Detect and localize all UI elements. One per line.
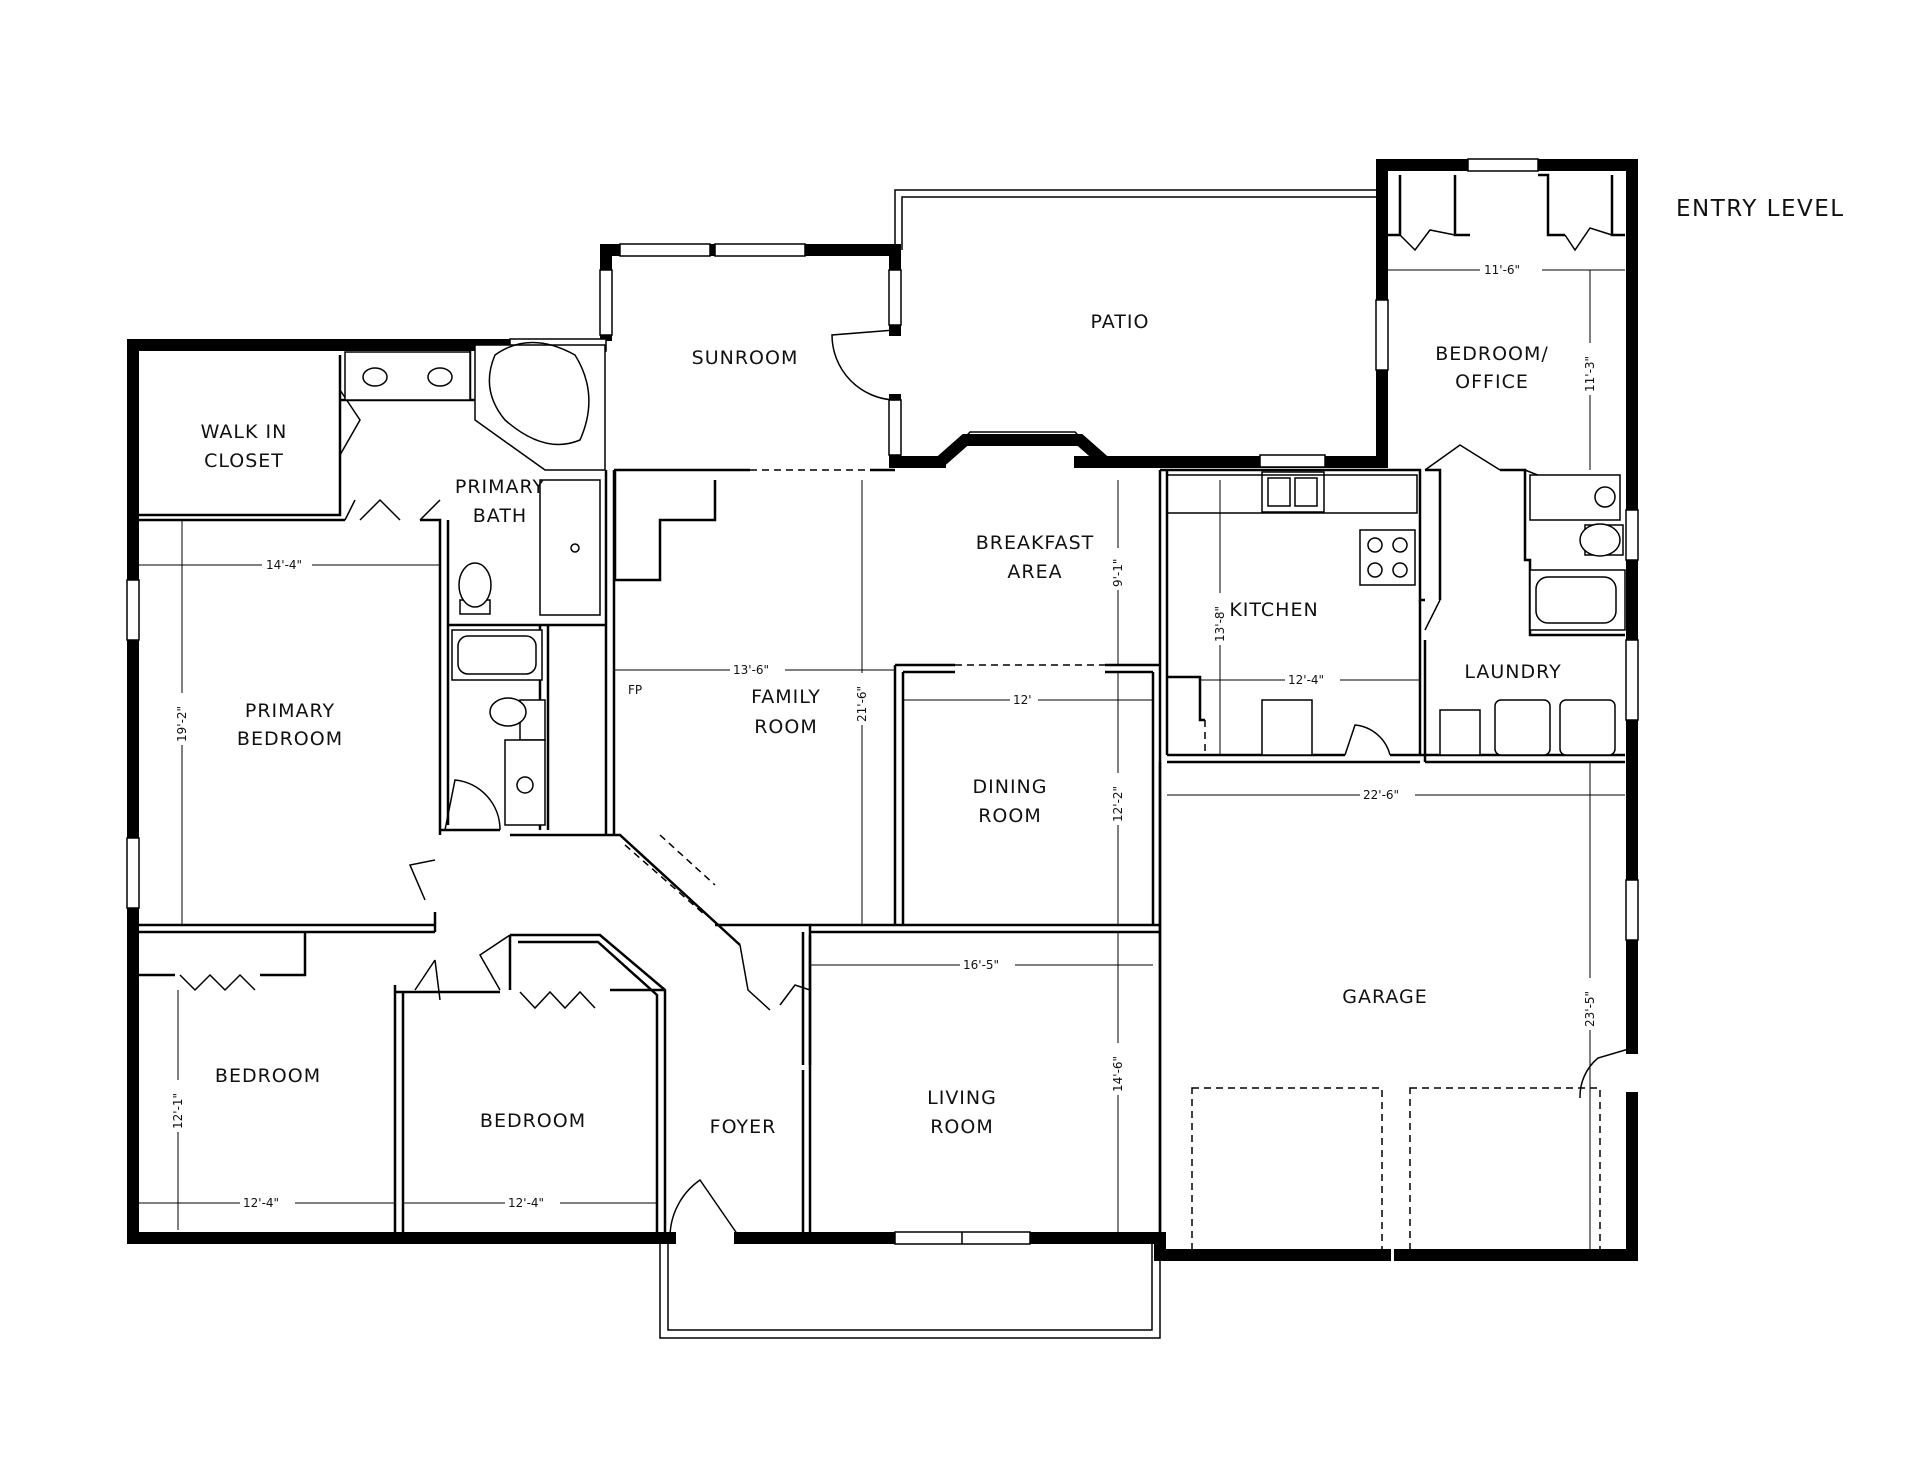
interior-walls [137, 173, 1625, 1238]
dim-office-depth: 11'-3" [1583, 356, 1597, 392]
fixtures [344, 341, 1626, 826]
dim-bedroom-left-depth: 12'-1" [171, 1093, 185, 1129]
label-walk-in-closet-1: WALK IN [201, 421, 288, 443]
dim-primary-bed-depth: 19'-2" [175, 706, 189, 742]
label-patio: PATIO [1091, 311, 1150, 333]
label-dining-room-1: DINING [973, 776, 1048, 798]
label-living-room-2: ROOM [930, 1116, 994, 1138]
dimension-lines [137, 269, 1625, 1250]
label-breakfast-area-2: AREA [1007, 561, 1062, 583]
label-dining-room-2: ROOM [978, 805, 1042, 827]
doors [179, 227, 1633, 1239]
dim-garage-depth: 23'-5" [1583, 991, 1597, 1027]
dim-living-depth: 14'-6" [1111, 1056, 1125, 1092]
label-fireplace: FP [628, 683, 642, 697]
label-laundry: LAUNDRY [1464, 661, 1561, 683]
dim-kitchen-depth: 13'-8" [1213, 606, 1227, 642]
label-bedroom-office-2: OFFICE [1455, 371, 1529, 393]
dim-garage-width: 22'-6" [1363, 788, 1399, 802]
label-bedroom-left: BEDROOM [215, 1065, 321, 1087]
label-primary-bedroom-2: BEDROOM [237, 728, 343, 750]
label-garage: GARAGE [1342, 986, 1428, 1008]
label-primary-bedroom-1: PRIMARY [245, 700, 335, 722]
label-bedroom-mid: BEDROOM [480, 1110, 586, 1132]
dim-bedroom-left-width: 12'-4" [243, 1196, 279, 1210]
dim-bedroom-mid-width: 12'-4" [508, 1196, 544, 1210]
patio-outline [894, 189, 1382, 250]
dim-family-depth: 21'-6" [855, 686, 869, 722]
label-sunroom: SUNROOM [692, 347, 799, 369]
exterior-windows [126, 158, 1639, 1245]
dimension-labels: 11'-6" 11'-3" 14'-4" 19'-2" 13'-6" 21'-6… [170, 262, 1598, 1211]
dim-primary-bed-width: 14'-4" [266, 558, 302, 572]
dim-family-width: 13'-6" [733, 663, 769, 677]
dim-dining-width: 12' [1013, 693, 1032, 707]
plan-title: ENTRY LEVEL [1676, 196, 1845, 222]
dim-living-width: 16'-5" [963, 958, 999, 972]
label-primary-bath-2: BATH [473, 505, 527, 527]
label-breakfast-area-1: BREAKFAST [976, 532, 1095, 554]
label-walk-in-closet-2: CLOSET [204, 450, 284, 472]
dashed-openings [614, 469, 1601, 1256]
label-family-room-2: ROOM [754, 716, 818, 738]
label-living-room-1: LIVING [927, 1087, 997, 1109]
dim-kitchen-width: 12'-4" [1288, 673, 1324, 687]
exterior-walls [127, 159, 1638, 1261]
dim-office-width: 11'-6" [1484, 263, 1520, 277]
dim-breakfast-depth: 9'-1" [1111, 559, 1125, 587]
breakfast-bay-window [889, 431, 1118, 468]
label-foyer: FOYER [710, 1116, 777, 1138]
room-labels: WALK IN CLOSET PRIMARY BATH SUNROOM PATI… [201, 311, 1561, 1138]
label-kitchen: KITCHEN [1229, 599, 1318, 621]
label-bedroom-office-1: BEDROOM/ [1435, 343, 1549, 365]
dim-dining-depth: 12'-2" [1111, 786, 1125, 822]
front-porch-outline [659, 1244, 1161, 1339]
label-primary-bath-1: PRIMARY [455, 476, 545, 498]
label-family-room-1: FAMILY [751, 686, 821, 708]
